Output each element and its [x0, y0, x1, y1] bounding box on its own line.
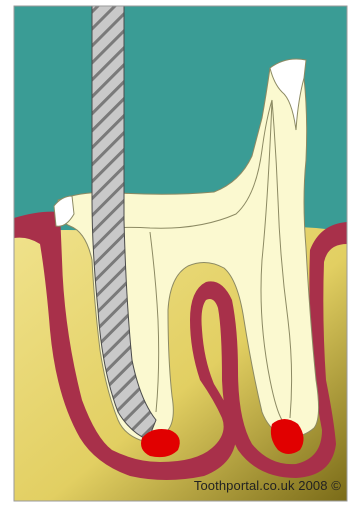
copyright-credit: Toothportal.co.uk 2008 ©: [194, 478, 341, 493]
